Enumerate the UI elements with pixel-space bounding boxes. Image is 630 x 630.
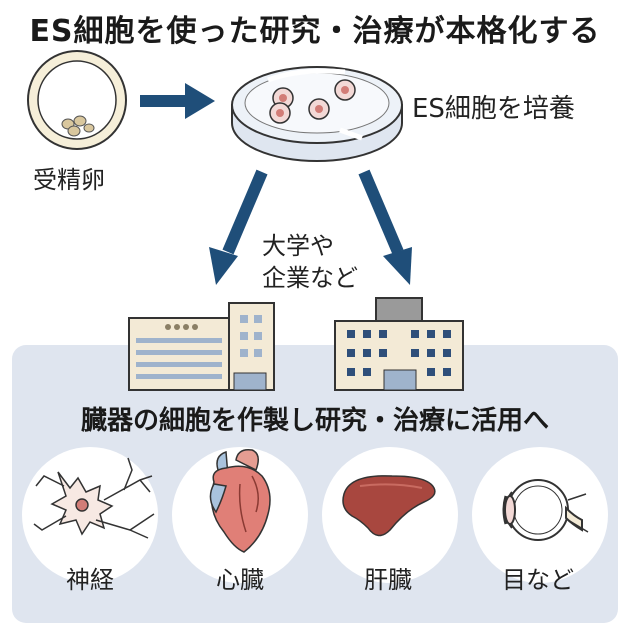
liver-icon bbox=[342, 475, 436, 537]
university-building-icon bbox=[128, 302, 275, 391]
institutions-label-line1: 大学や bbox=[262, 232, 334, 260]
fertilized-egg-label: 受精卵 bbox=[33, 166, 105, 194]
es-culture-label: ES細胞を培養 bbox=[412, 94, 575, 124]
fertilized-egg-icon bbox=[27, 50, 127, 150]
arrow-down-right-icon bbox=[358, 169, 412, 285]
panel-title: 臓器の細胞を作製し研究・治療に活用へ bbox=[80, 406, 549, 436]
organ-label-heart: 心臓 bbox=[216, 566, 264, 594]
page-title: ES細胞を使った研究・治療が本格化する bbox=[29, 14, 601, 49]
institutions-label-line2: 企業など bbox=[262, 264, 358, 292]
arrow-down-left-icon bbox=[209, 169, 268, 285]
es-cell-icon bbox=[269, 79, 356, 124]
neuron-icon bbox=[33, 457, 155, 539]
organ-label-neuron: 神経 bbox=[66, 566, 114, 594]
eye-icon bbox=[502, 479, 589, 541]
heart-icon bbox=[209, 448, 271, 553]
organ-label-liver: 肝臓 bbox=[364, 566, 412, 594]
institutions-label: 大学や 企業など bbox=[262, 230, 358, 294]
arrow-right-icon bbox=[140, 83, 215, 119]
organ-label-eye: 目など bbox=[502, 566, 574, 594]
petri-dish-icon bbox=[231, 66, 403, 162]
company-building-icon bbox=[334, 297, 464, 391]
